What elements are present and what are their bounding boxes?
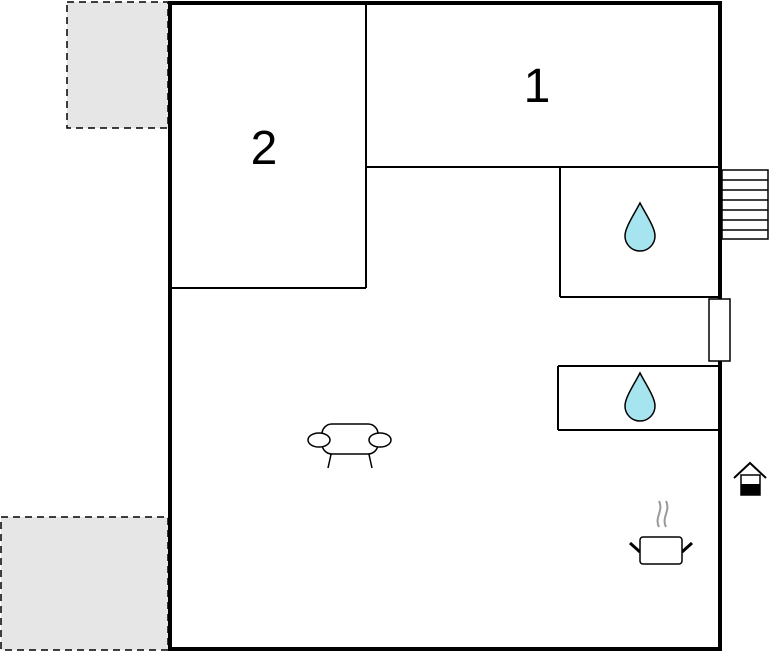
entrance-icon <box>733 461 767 496</box>
stairs <box>721 169 769 240</box>
interior-walls <box>170 3 720 431</box>
window <box>708 298 731 362</box>
water-drop-icon <box>624 201 656 252</box>
cooking-pot-icon <box>628 500 694 565</box>
room-2-label: 2 <box>251 122 278 175</box>
terrace-bottom-left <box>0 516 169 651</box>
room-1-label: 1 <box>524 60 551 113</box>
sofa-icon <box>307 423 392 469</box>
terrace-top-left <box>66 1 169 129</box>
outer-wall <box>168 1 722 651</box>
water-drop-icon <box>624 371 656 422</box>
